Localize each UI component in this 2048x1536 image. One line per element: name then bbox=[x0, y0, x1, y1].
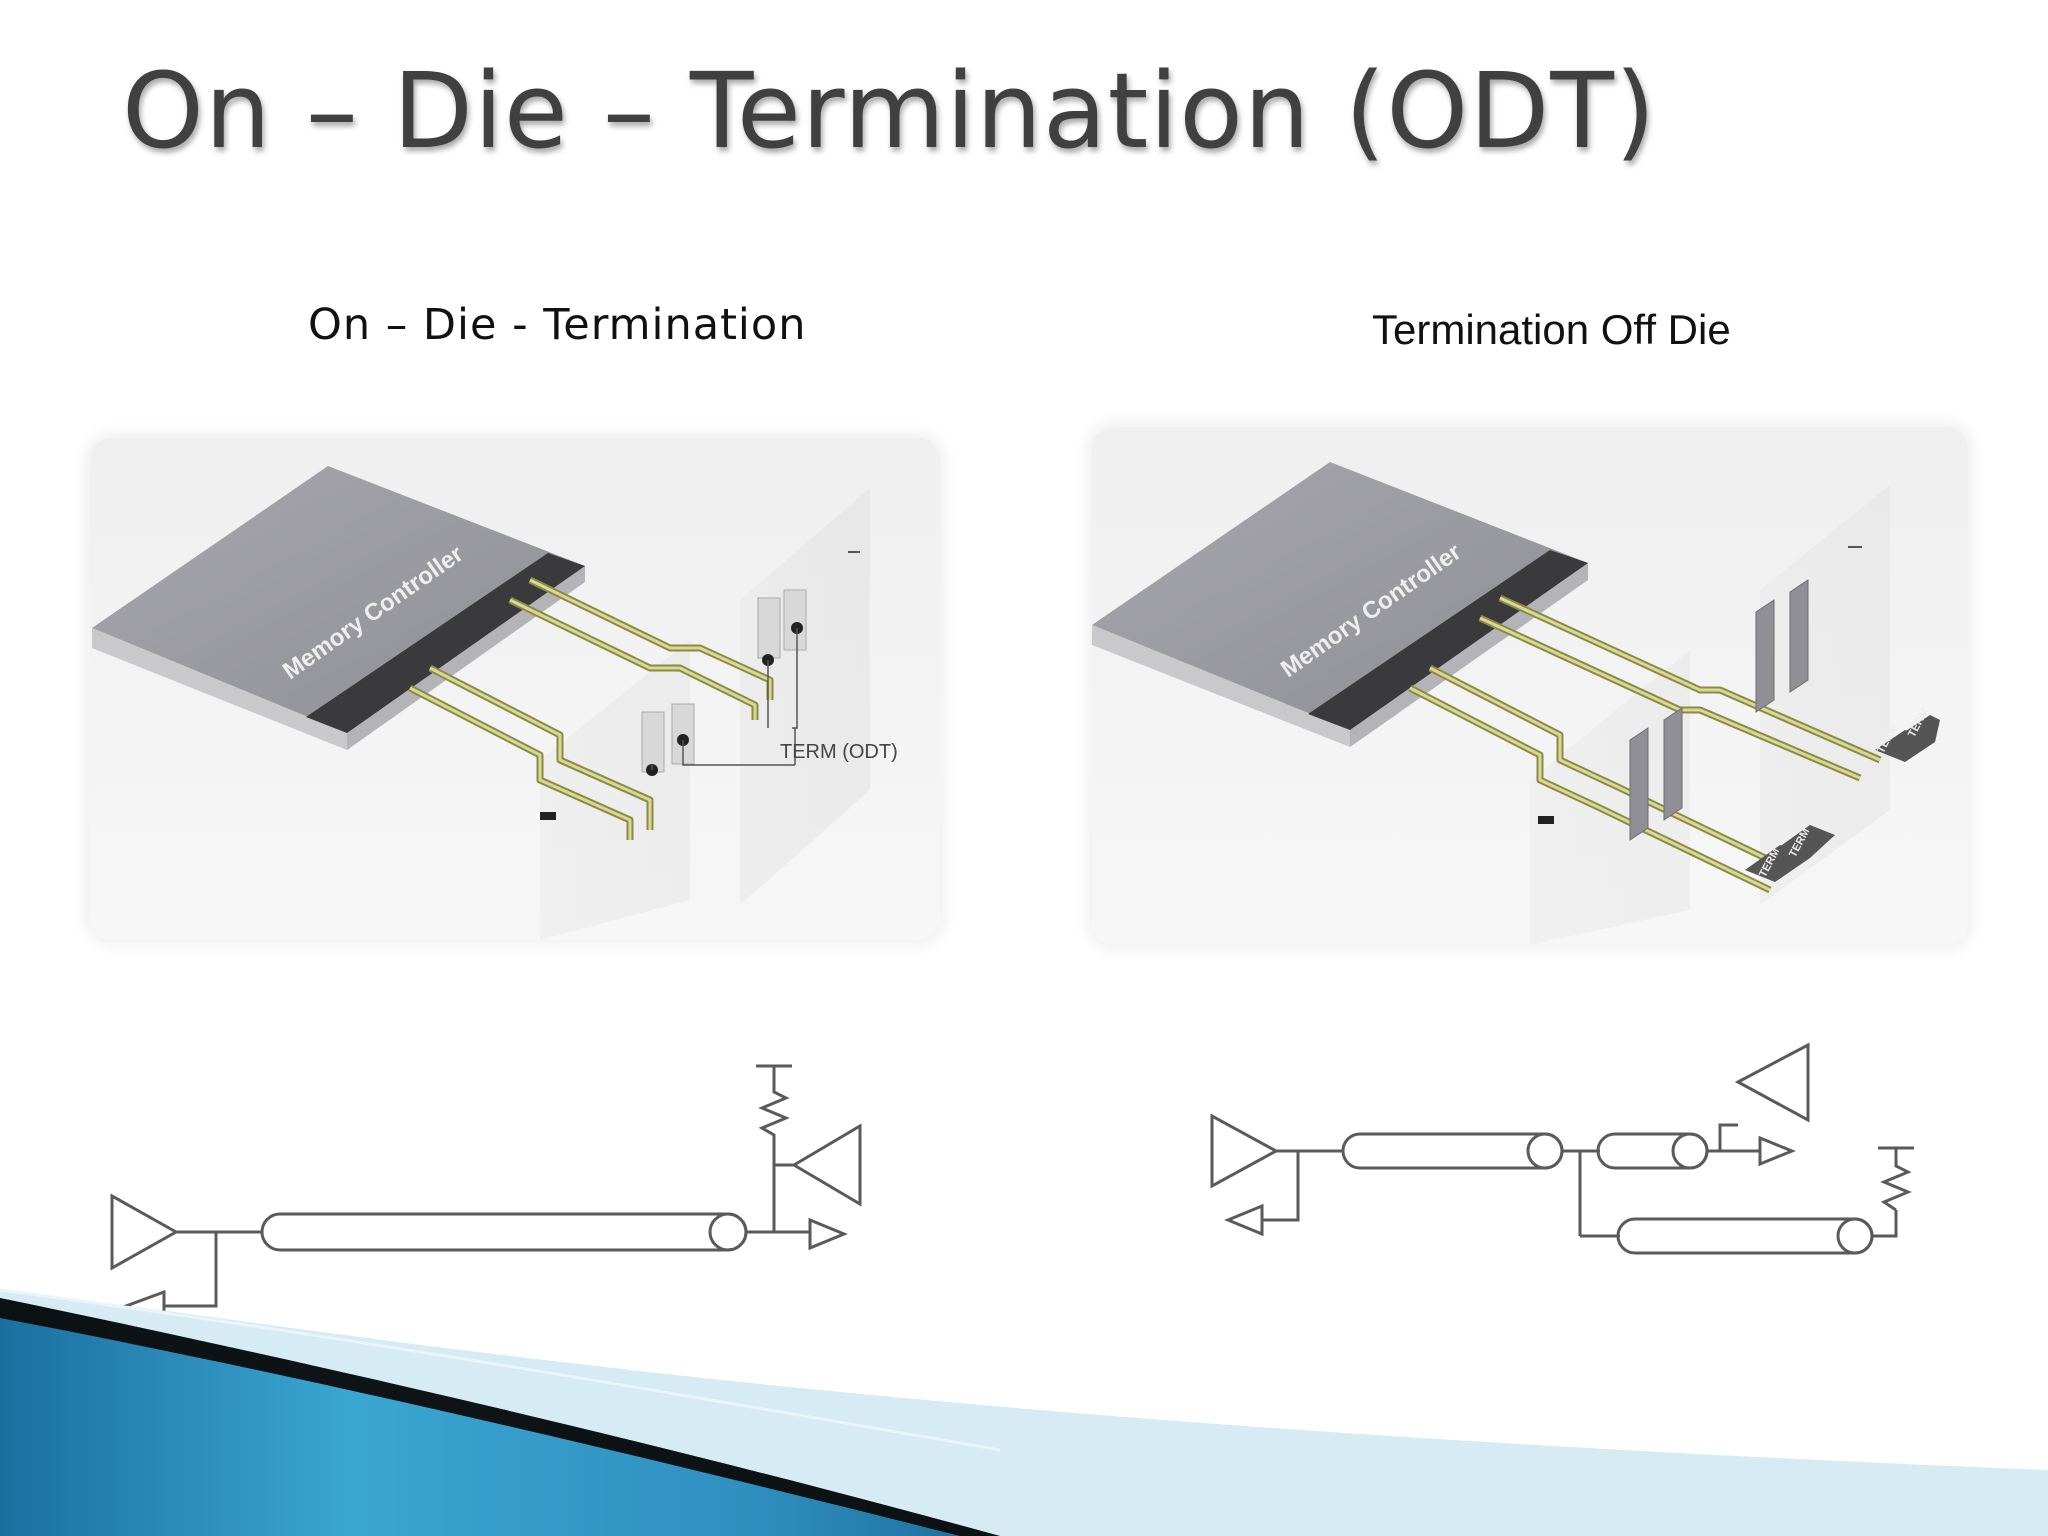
odt-illustration: Memory Controller TE bbox=[92, 466, 898, 940]
memory-controller-chip bbox=[92, 466, 585, 733]
transmission-line-icon bbox=[260, 1212, 748, 1252]
left-diagram-heading: On – Die - Termination bbox=[308, 300, 807, 350]
off-die-illustration: Memory Controller TERM TE bbox=[1092, 462, 1940, 945]
driver-icon bbox=[1210, 1113, 1280, 1189]
receiver-icon bbox=[808, 1217, 848, 1251]
memory-controller-chip-right bbox=[1092, 462, 1588, 730]
odt-schematic bbox=[110, 1064, 862, 1323]
transmission-line-icon bbox=[1596, 1132, 1709, 1170]
term-block bbox=[1900, 715, 1940, 742]
resistor-icon bbox=[758, 1066, 790, 1165]
receiver-icon bbox=[1224, 1203, 1264, 1237]
resistor-icon bbox=[1880, 1148, 1912, 1212]
transmission-line-icon bbox=[1616, 1217, 1874, 1255]
slide-title: On – Die – Termination (ODT) bbox=[122, 50, 1657, 172]
receiver-icon bbox=[1758, 1135, 1796, 1167]
driver-icon bbox=[110, 1193, 180, 1271]
off-die-schematic bbox=[1210, 1042, 1914, 1255]
buffer-icon bbox=[791, 1123, 862, 1207]
right-diagram-heading: Termination Off Die bbox=[1372, 306, 1731, 353]
buffer-icon bbox=[1734, 1042, 1810, 1123]
decorative-swoosh bbox=[0, 1288, 2048, 1536]
term-odt-label: TERM (ODT) bbox=[780, 741, 898, 763]
term-block bbox=[1775, 825, 1835, 858]
